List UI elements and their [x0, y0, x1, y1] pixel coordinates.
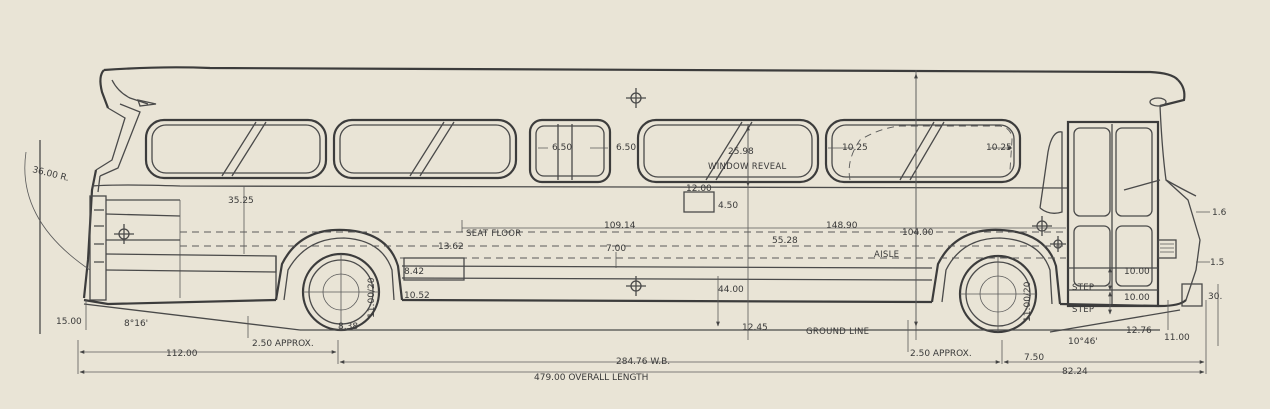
departure-angle-label: 10°46' [1068, 337, 1098, 347]
rear-overhang-height-label: 11.00 [1164, 333, 1190, 343]
rear-right-b-label: 1.5 [1210, 258, 1224, 268]
step-height-upper-label: 10.00 [1124, 267, 1150, 277]
window-reveal-label: WINDOW REVEAL [708, 162, 787, 172]
floor-height-label: 55.28 [772, 236, 798, 246]
aisle-label: AISLE [874, 250, 899, 260]
seat-floor-rear-label: 148.90 [826, 221, 858, 231]
seat-floor-label: SEAT FLOOR [466, 229, 521, 239]
front-step-b-label: 10.52 [404, 291, 430, 301]
approach-angle-label: 8°16' [124, 319, 148, 329]
rear-right-c-label: 30. [1208, 292, 1222, 302]
front-overhang-dimension: 112.00 [166, 349, 198, 359]
body-to-window-label: 35.25 [228, 196, 254, 206]
bus-body-outline [82, 66, 1203, 308]
window-spacing-right-label: 10.25 [986, 143, 1012, 153]
overall-dimensions: 112.00 284.76 W.B. 82.24 479.00 OVERALL … [166, 349, 1088, 383]
bus-windows [144, 118, 1022, 184]
axle-clearance-label: 8.38 [338, 322, 358, 332]
front-step-label: 13.62 [438, 242, 464, 252]
rear-clearance-label: 2.50 APPROX. [910, 349, 972, 359]
ground-clearance-label: 12.45 [742, 323, 768, 333]
reference-crosshairs [114, 88, 1066, 296]
step-upper-label: STEP [1072, 283, 1094, 293]
window-spacing-left-label: 10.25 [842, 143, 868, 153]
rear-tire-size-label: 11:00/20 [1023, 281, 1033, 322]
front-wheel [301, 252, 381, 332]
window-reveal-value: 25.98 [728, 147, 754, 157]
drawing-annotations: 36.00 R. 35.25 25.98 WINDOW REVEAL 6.50 … [31, 143, 1226, 363]
rear-overhang-dimension: 82.24 [1062, 367, 1088, 377]
rear-wheel [958, 254, 1038, 334]
front-clearance-label: 2.50 APPROX. [252, 339, 314, 349]
step-lower-label: STEP [1072, 305, 1094, 315]
ground-and-angle-lines [24, 140, 1181, 352]
dimension-lines [77, 73, 1219, 374]
aisle-height-label: 44.00 [718, 285, 744, 295]
front-step-a-label: 8.42 [404, 267, 424, 277]
rear-right-a-label: 1.6 [1212, 208, 1227, 218]
ground-line-label: GROUND LINE [806, 327, 869, 337]
step-gap-label: 7.00 [606, 244, 626, 254]
seat-box-height-label: 4.50 [718, 201, 738, 211]
step-height-lower-label: 10.00 [1124, 293, 1150, 303]
bottom-left-height-label: 15.00 [56, 317, 82, 327]
seat-box-width-label: 12.00 [686, 184, 712, 194]
front-radius-label: 36.00 R. [31, 165, 70, 184]
rear-wheel-offset-label: 7.50 [1024, 353, 1044, 363]
wheelbase-dimension: 284.76 W.B. [616, 357, 670, 367]
small-window-right-label: 6.50 [616, 143, 636, 153]
seat-floor-front-label: 109.14 [604, 221, 636, 231]
small-window-left-label: 6.50 [552, 143, 572, 153]
rear-step-offset-label: 12.76 [1126, 326, 1152, 336]
overall-height-label: 104.00 [902, 228, 934, 238]
overall-length-dimension: 479.00 OVERALL LENGTH [534, 373, 648, 383]
front-tire-size-label: 11:00/20 [367, 277, 377, 318]
